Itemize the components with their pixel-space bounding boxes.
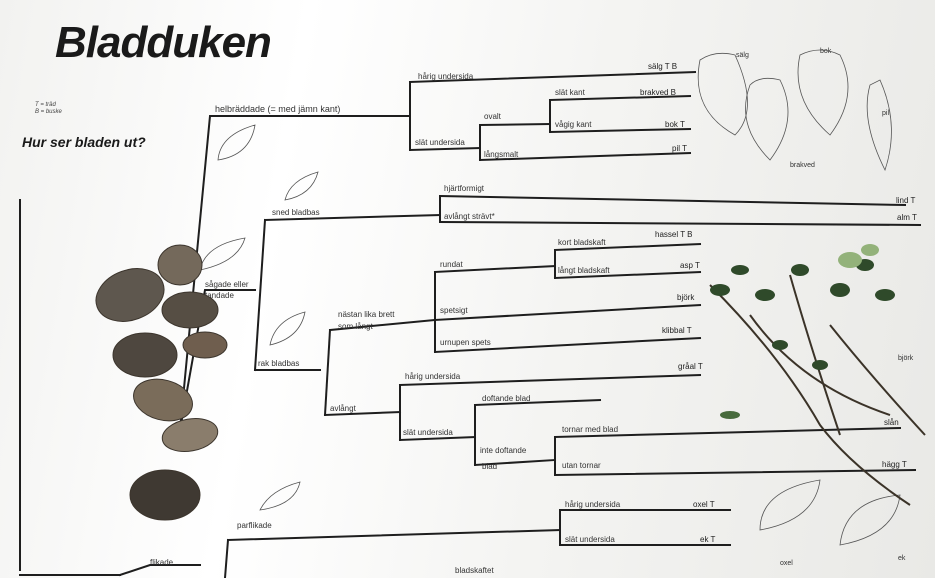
label-langsmalt: långsmalt — [484, 150, 519, 159]
label-slat-undersida-bot: slät undersida — [565, 535, 615, 544]
label-sagade-eller: sågade eller — [205, 280, 249, 289]
label-nastan-lika-brett: nästan lika brett — [338, 310, 395, 319]
dried-leaves — [95, 244, 228, 521]
label-tornar-med-blad: tornar med blad — [562, 425, 619, 434]
bok-leaf-drawing — [797, 49, 849, 136]
legend-bush: B = buske — [35, 109, 62, 115]
label-harig-undersida-bot: hårig undersida — [565, 500, 621, 509]
leaf-name-brakved: brakved — [790, 162, 815, 169]
species-hagg: hägg T — [882, 460, 907, 469]
leaf-name-ek: ek — [898, 555, 906, 562]
species-klibbal: klibbal T — [662, 326, 692, 335]
label-vagig-kant: vågig kant — [555, 120, 592, 129]
leaf-name-pil: pil — [882, 110, 890, 117]
label-urnupen-spets: urnupen spets — [440, 338, 491, 347]
species-bok: bok T — [665, 120, 685, 129]
species-hassel: hassel T B — [655, 230, 693, 239]
label-doftande-blad: doftande blad — [482, 394, 531, 403]
parflikad-leaf-sketch — [259, 481, 301, 511]
label-avlangt-stravt: avlångt strävt* — [444, 212, 495, 221]
label-rak-bladbas: rak bladbas — [258, 359, 300, 368]
label-harig-undersida-mid: hårig undersida — [405, 372, 461, 381]
label-tandade: tandade — [205, 291, 234, 300]
oxel-leaf-drawing — [759, 479, 821, 531]
species-graal: gråal T — [678, 362, 703, 371]
sheet-title: Bladduken — [55, 18, 272, 67]
label-bladskaftet: bladskaftet — [455, 566, 494, 575]
species-brakved: brakved B — [640, 88, 677, 97]
label-helbraddade: helbräddade (= med jämn kant) — [215, 104, 341, 114]
helbraddad-leaf-sketch — [217, 124, 256, 161]
label-utan-tornar: utan tornar — [562, 461, 601, 470]
pil-leaf-drawing — [866, 79, 892, 172]
legend: T = träd B = buske — [35, 102, 62, 116]
legend-tree: T = träd — [35, 102, 56, 108]
species-slan: slån — [884, 418, 899, 427]
label-parflikade: parflikade — [237, 521, 272, 530]
label-slat-undersida-mid: slät undersida — [403, 428, 453, 437]
species-salg: sälg T B — [648, 62, 678, 71]
salg-leaf-drawing — [697, 52, 748, 136]
label-som-langt: som långt — [338, 322, 373, 331]
leaf-name-bok: bok — [820, 48, 832, 55]
label-blad: blad — [482, 462, 498, 471]
label-slat-undersida: slät undersida — [415, 138, 465, 147]
species-bjork: björk — [677, 293, 695, 302]
tandad-leaf-sketch — [199, 237, 246, 271]
label-flikade: flikade — [150, 558, 174, 567]
label-inte-doftande: inte doftande — [480, 446, 527, 455]
ek-leaf-drawing — [839, 494, 901, 546]
label-rundat: rundat — [440, 260, 463, 269]
label-avlangt: avlångt — [330, 404, 356, 413]
label-ovalt: ovalt — [484, 112, 501, 121]
label-harig-undersida: hårig undersida — [418, 72, 474, 81]
species-oxel: oxel T — [693, 500, 715, 509]
label-hjartformigt: hjärtformigt — [444, 184, 485, 193]
question-heading: Hur ser bladen ut? — [22, 134, 146, 150]
green-twigs — [709, 244, 926, 506]
leaf-name-salg: sälg — [736, 52, 749, 59]
label-kort-bladskaft: kort bladskaft — [558, 238, 606, 247]
species-ek: ek T — [700, 535, 716, 544]
label-sned-bladbas: sned bladbas — [272, 208, 320, 217]
leaf-name-oxel: oxel — [780, 560, 793, 567]
rak-leaf-sketch — [269, 311, 306, 346]
brakved-leaf-drawing — [745, 77, 789, 161]
species-pil: pil T — [672, 144, 687, 153]
label-langt-bladskaft: långt bladskaft — [558, 266, 610, 275]
label-slat-kant: slät kant — [555, 88, 585, 97]
species-asp: asp T — [680, 261, 700, 270]
sned-leaf-sketch — [284, 171, 319, 201]
species-lind: lind T — [896, 196, 916, 205]
species-alm: alm T — [897, 213, 917, 222]
leaf-name-bjork: björk — [898, 355, 914, 362]
label-spetsigt: spetsigt — [440, 306, 468, 315]
